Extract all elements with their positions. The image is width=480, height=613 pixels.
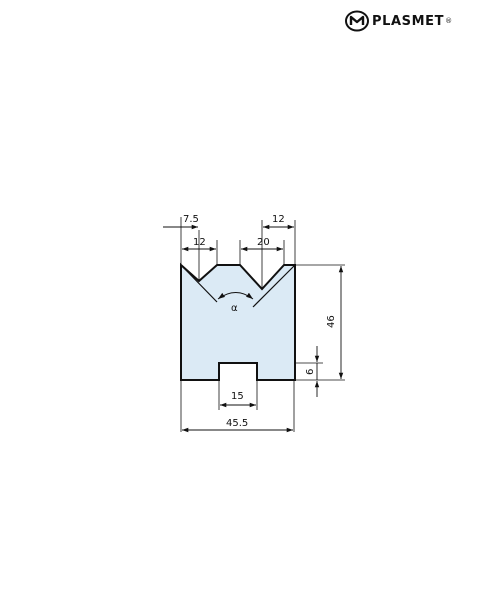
dim-label-left-12: 12: [193, 237, 206, 248]
extension-lines: [180, 217, 345, 432]
brand-logo: PLASMET ®: [345, 10, 452, 32]
dim-label-right-12: 12: [272, 214, 285, 225]
plasmet-logo-icon: [345, 10, 369, 32]
registered-mark: ®: [445, 17, 453, 25]
angle-label: α: [231, 303, 238, 314]
brand-name: PLASMET: [372, 13, 445, 29]
dim-label-45-5: 45.5: [226, 418, 248, 429]
angle-arc: [217, 292, 254, 300]
v-groove-right-edge: [252, 264, 296, 308]
dim-label-46: 46: [326, 315, 337, 328]
v-groove-left-edge: [180, 264, 218, 303]
dim-label-6: 6: [305, 369, 316, 375]
dim-label-20: 20: [257, 237, 270, 248]
dim-label-7-5: 7.5: [183, 214, 199, 225]
dim-label-15: 15: [231, 391, 244, 402]
